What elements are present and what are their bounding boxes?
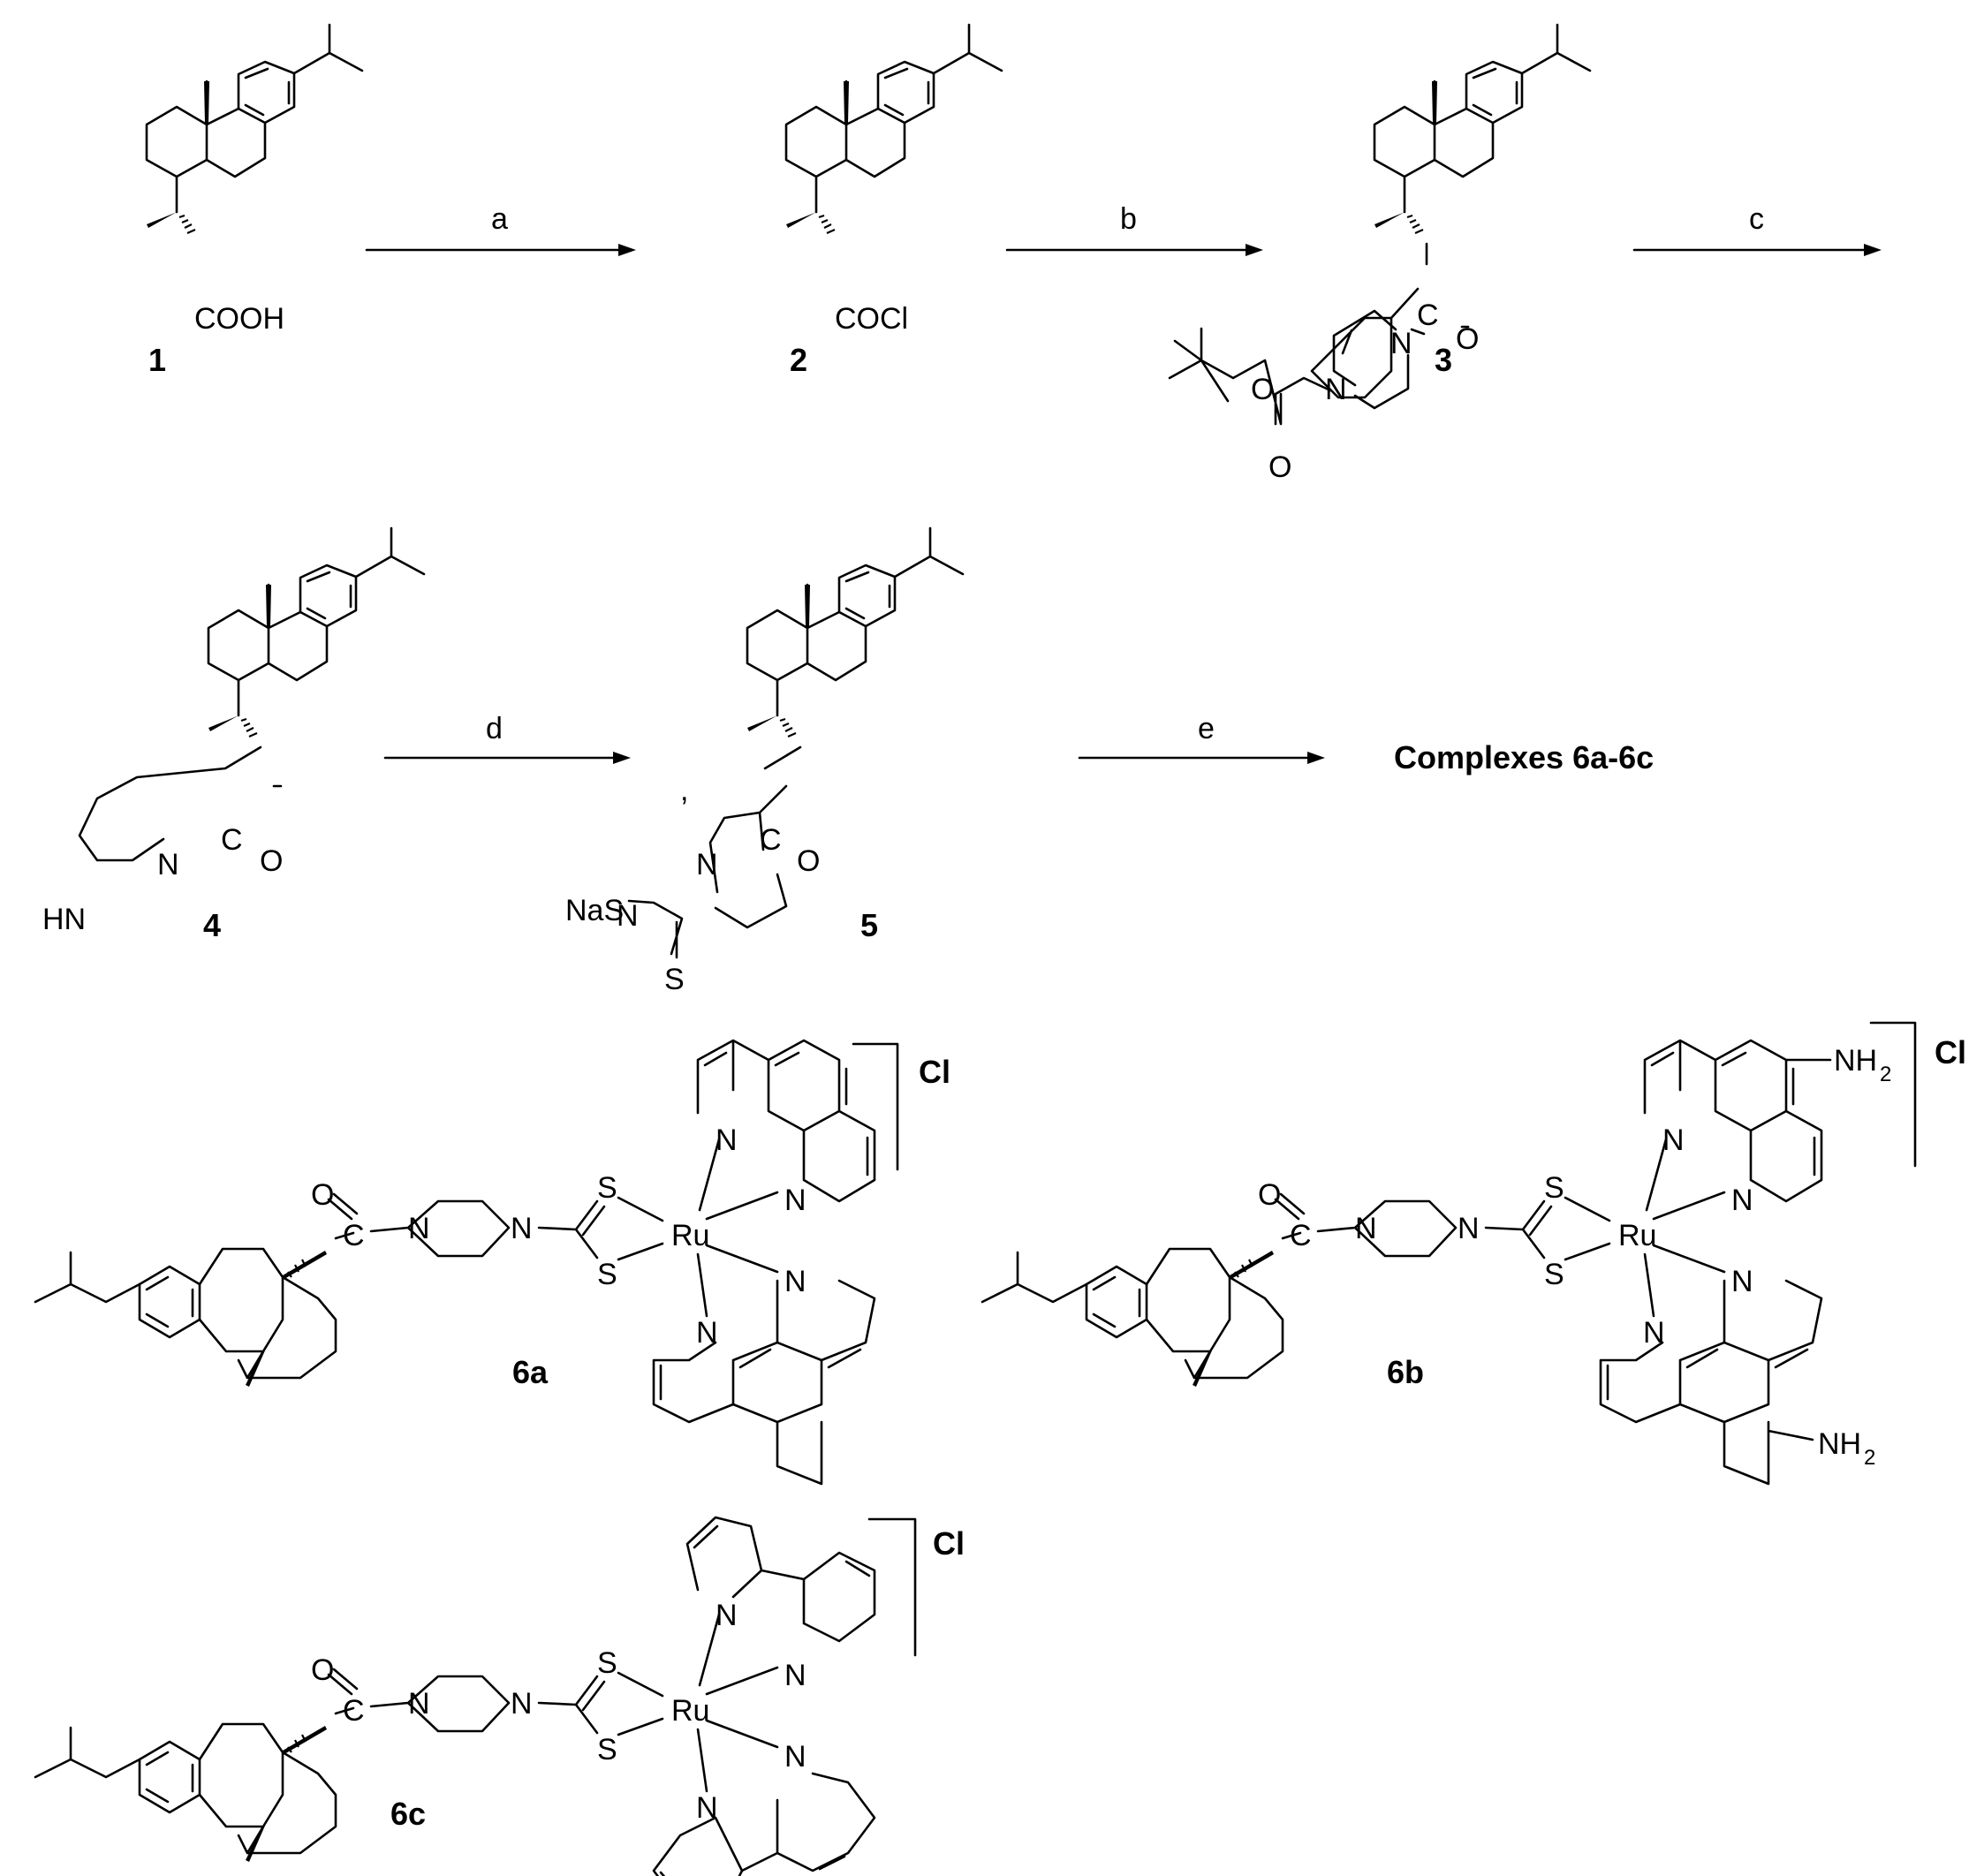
complex-6b-c: C xyxy=(1290,1219,1312,1252)
complex-6a-counterion: Cl xyxy=(919,1054,950,1090)
complex-6c-c: C xyxy=(343,1694,365,1728)
complex-6c-s1: S xyxy=(597,1646,617,1680)
arrow-a xyxy=(365,244,636,256)
complex-6c-n1: N xyxy=(408,1687,430,1721)
compound-2-acyl-group: COCl xyxy=(835,302,908,336)
complex-6a-s2: S xyxy=(597,1258,617,1291)
complex-6c-ligand-n2: N xyxy=(784,1659,806,1692)
complex-6a-metal: Ru xyxy=(671,1219,709,1252)
complex-6c-ligand-n3: N xyxy=(784,1740,806,1774)
compound-4-carbonyl-c: C xyxy=(221,823,243,857)
compound-3-boc-n: N xyxy=(1325,373,1347,406)
compound-5-dtc-n: N xyxy=(617,899,639,933)
compound-3-structure xyxy=(1310,23,1592,399)
compound-1-label: 1 xyxy=(148,342,166,378)
compound-2-label: 2 xyxy=(790,342,807,378)
step-d-label: d xyxy=(486,712,503,745)
complex-6c-counterion: Cl xyxy=(933,1525,965,1562)
complex-6b-ligand-n1: N xyxy=(1662,1123,1685,1157)
complex-6b-structure xyxy=(981,1039,1832,1486)
complex-6b-ligand-n3: N xyxy=(1731,1265,1753,1298)
complex-6c-n2: N xyxy=(511,1687,533,1721)
compound-5-structure xyxy=(746,526,965,738)
arrow-b xyxy=(1005,244,1263,256)
complex-6a-label: 6a xyxy=(512,1354,549,1390)
compound-4-label: 4 xyxy=(203,907,221,943)
compound-5-carbonyl-o: O xyxy=(797,844,820,878)
complex-6b-bracket xyxy=(1869,1021,1917,1168)
complex-6b-ligand-n4: N xyxy=(1643,1316,1665,1350)
compound-5-piperazine xyxy=(627,745,802,959)
complex-6b-o: O xyxy=(1258,1178,1281,1212)
compound-1-methyl-wedge-top xyxy=(204,81,209,124)
compound-3-carbonyl-o: O xyxy=(1456,322,1479,356)
compound-5-salt: NaS xyxy=(565,894,624,927)
compound-5-label: 5 xyxy=(860,907,878,943)
complex-6a-ligand-n4: N xyxy=(696,1316,718,1350)
complex-6b-amine-top: NH xyxy=(1834,1044,1877,1078)
compound-1-acyl-group: COOH xyxy=(194,302,284,336)
complex-6c-o: O xyxy=(311,1653,334,1687)
compound-3-boc-o-keto: O xyxy=(1268,450,1291,484)
complex-6a-o: O xyxy=(311,1178,334,1212)
complex-6b-amine-top-sub: 2 xyxy=(1880,1063,1891,1086)
complex-6c-metal: Ru xyxy=(671,1694,709,1728)
compound-4-amine: HN xyxy=(42,903,86,936)
compound-3-carbonyl-c: C xyxy=(1417,299,1439,332)
complex-6b-amine-bottom: NH xyxy=(1818,1427,1861,1461)
complex-6a-n2: N xyxy=(511,1212,533,1245)
compound-3-piperazine-boc xyxy=(1168,309,1426,426)
arrow-d xyxy=(383,752,631,764)
complex-6c-ligand-n1: N xyxy=(716,1599,738,1632)
arrow-c xyxy=(1632,244,1882,256)
complex-6a-bracket xyxy=(852,1042,899,1171)
step-a-label: a xyxy=(491,202,508,236)
complex-6a-ligand-n1: N xyxy=(716,1123,738,1157)
compound-1-methyl-wedge-bottom xyxy=(147,211,178,228)
step-e-label: e xyxy=(1198,712,1215,745)
complex-6c-label: 6c xyxy=(390,1796,426,1832)
step-b-label: b xyxy=(1120,202,1137,236)
complex-6b-n2: N xyxy=(1458,1212,1480,1245)
product-text: Complexes 6a-6c xyxy=(1394,739,1654,775)
complex-6b-label: 6b xyxy=(1387,1354,1424,1390)
step-c-label: c xyxy=(1749,202,1764,236)
compound-4-amide-n: N xyxy=(157,848,179,881)
complex-6a-ligand-n2: N xyxy=(784,1184,806,1217)
compound-2-structure xyxy=(784,23,1003,235)
complex-6a-structure xyxy=(34,1039,876,1486)
complex-6b-s2: S xyxy=(1544,1258,1564,1291)
complex-6c-bracket xyxy=(867,1517,917,1657)
complex-6b-counterion: Cl xyxy=(1935,1034,1966,1070)
compound-3-label: 3 xyxy=(1435,342,1452,378)
compound-4-structure xyxy=(78,526,426,862)
complex-6a-ligand-n3: N xyxy=(784,1265,806,1298)
complex-6b-metal: Ru xyxy=(1618,1219,1656,1252)
complex-6a-s1: S xyxy=(597,1171,617,1205)
complex-6a-n1: N xyxy=(408,1212,430,1245)
complex-6c-structure xyxy=(34,1516,876,1876)
complex-6b-amine-bottom-sub: 2 xyxy=(1864,1446,1875,1470)
compound-5-comma: , xyxy=(680,774,688,807)
complex-6c-ligand-n4: N xyxy=(696,1791,718,1825)
complex-6a-c: C xyxy=(343,1219,365,1252)
compound-5-thione: S xyxy=(664,963,685,996)
compound-1-structure xyxy=(145,23,364,235)
compound-3-boc-o-ester: O xyxy=(1251,373,1274,406)
complex-6b-n1: N xyxy=(1355,1212,1377,1245)
complex-6b-ligand-n2: N xyxy=(1731,1184,1753,1217)
compound-4-carbonyl-o: O xyxy=(260,844,283,878)
complex-6b-s1: S xyxy=(1544,1171,1564,1205)
complex-6c-s2: S xyxy=(597,1733,617,1766)
arrow-e xyxy=(1078,752,1325,764)
